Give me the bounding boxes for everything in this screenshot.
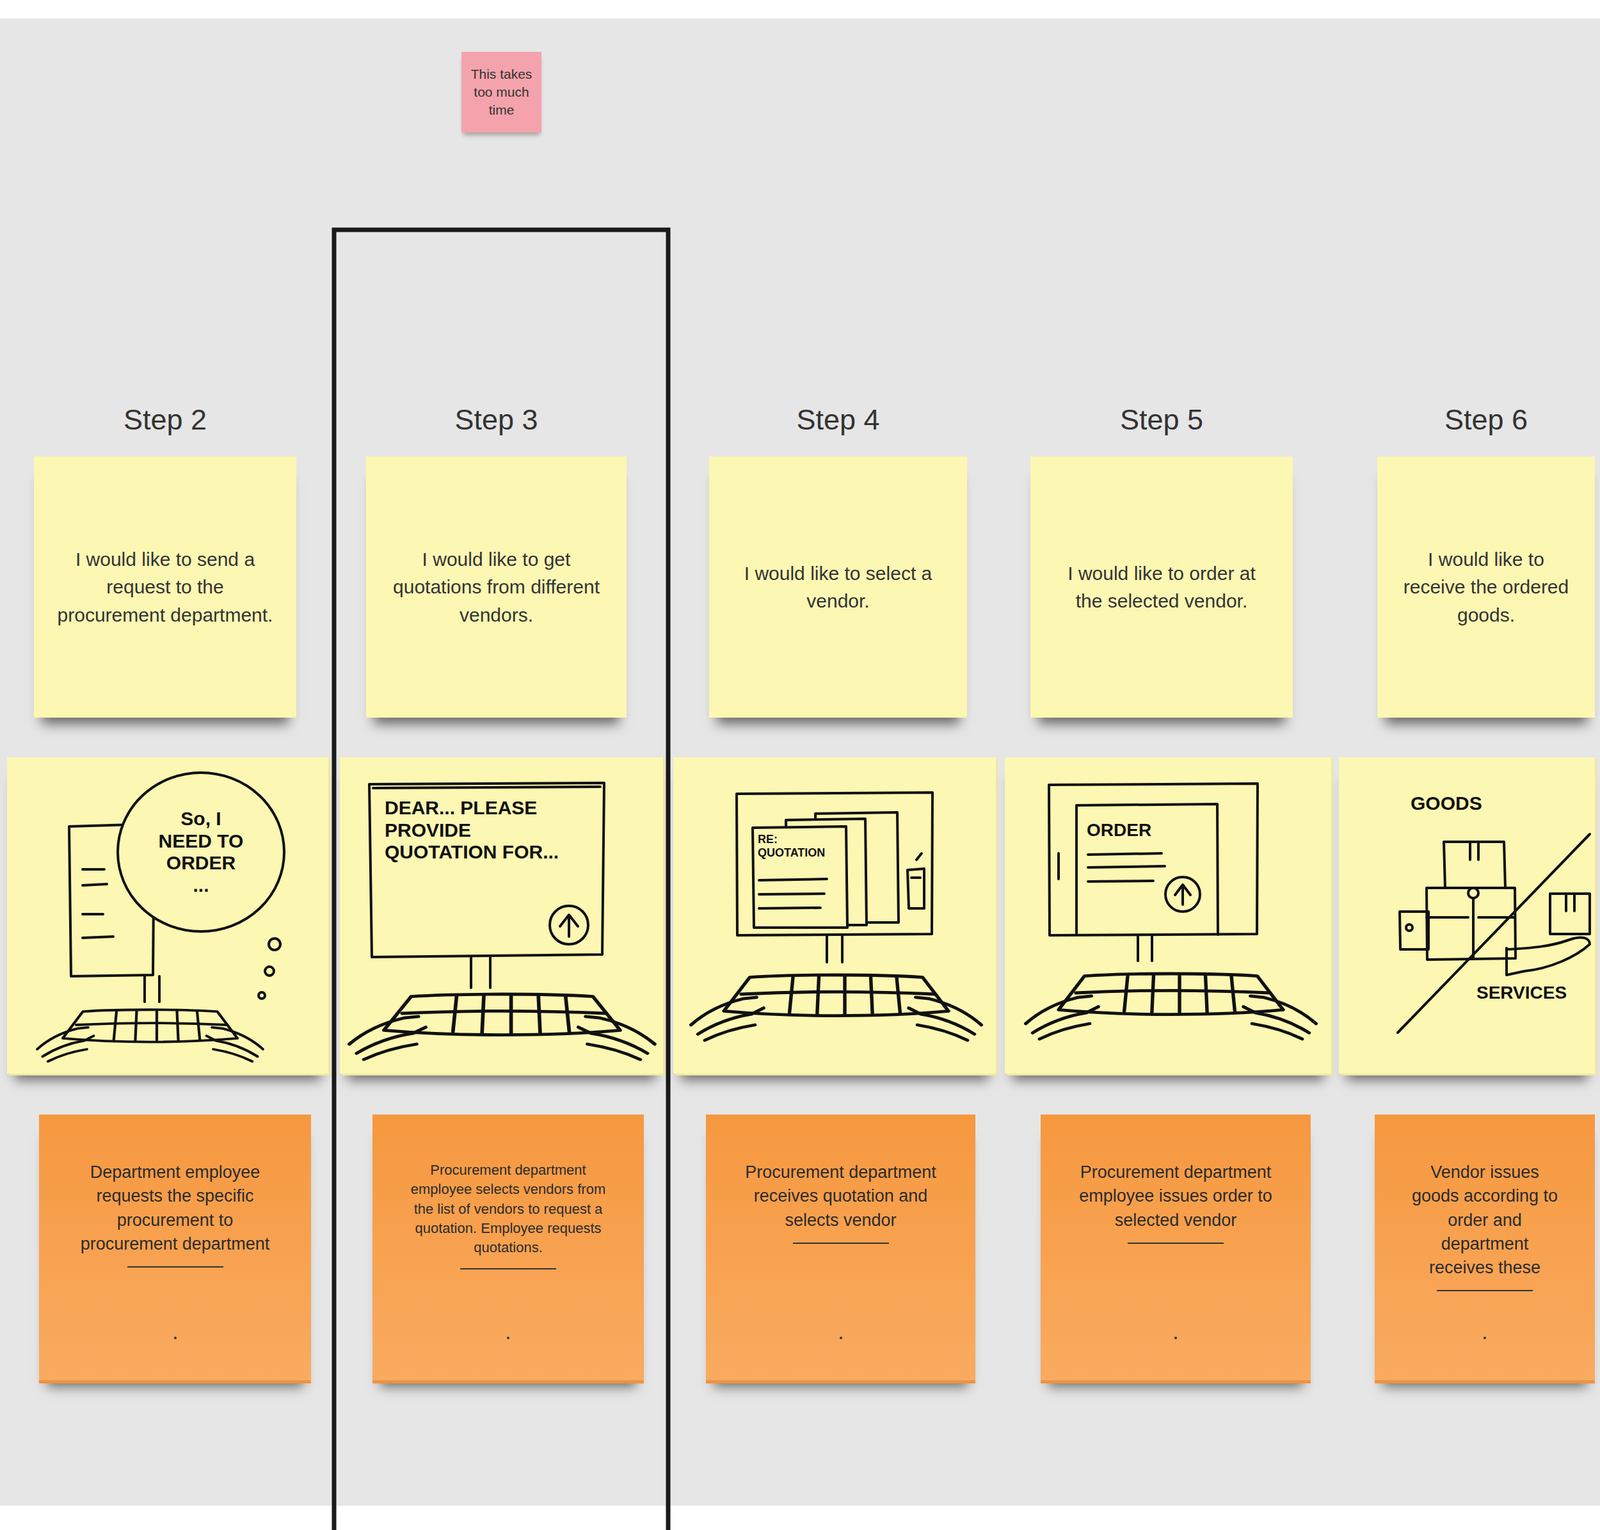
sketch-text: ORDER: [1086, 819, 1183, 841]
monitor-sketch: [1076, 803, 1218, 935]
note-dot: [506, 1336, 510, 1339]
keyboard-sketch: [349, 993, 655, 1060]
upload-icon: [549, 905, 589, 944]
monitor-sketch: [1048, 783, 1258, 936]
underline-rule: [792, 1242, 889, 1244]
document-stack: [752, 812, 899, 928]
sketch-illustration: [673, 757, 996, 1074]
keyboard-sketch: [37, 1009, 264, 1062]
sketch-text: GOODS: [1410, 792, 1513, 815]
sketch-sticky: ORDER: [1004, 757, 1332, 1074]
upload-icon: [549, 905, 589, 944]
note-dot: [1483, 1336, 1487, 1339]
sketch-illustration: [7, 757, 329, 1074]
monitor-sketch: [1048, 783, 1258, 961]
thought-dots: [258, 938, 281, 999]
step-heading: Step 6: [1377, 402, 1595, 438]
phone-icon: [907, 853, 925, 909]
upload-icon: [1165, 876, 1200, 912]
sketch-text: So, I NEED TO ORDER ...: [156, 807, 246, 896]
step-heading: Step 4: [709, 402, 968, 438]
upload-icon: [1165, 876, 1200, 912]
pain-point-text: This takes too much time: [467, 65, 536, 119]
goal-sticky: Step 6I would like to receive the ordere…: [1377, 456, 1595, 718]
process-note: Procurement department employee selects …: [372, 1114, 644, 1380]
goods-boxes: [1470, 841, 1479, 860]
goal-sticky: Step 5I would like to order at the selec…: [1030, 456, 1293, 718]
monitor-sketch: [471, 956, 491, 988]
sketch-sticky: GOODS SERVICES: [1338, 757, 1595, 1074]
goods-boxes: [1406, 924, 1413, 931]
goods-boxes: [1399, 841, 1516, 960]
underline-rule: [1127, 1242, 1224, 1244]
monitor-sketch: [1088, 853, 1165, 882]
document-stack: [752, 826, 848, 928]
sketch-illustration: [1004, 757, 1332, 1074]
note-text: Vendor issues goods according to order a…: [1406, 1160, 1563, 1280]
process-note: Department employee requests the specifi…: [39, 1114, 312, 1380]
underline-rule: [127, 1265, 224, 1268]
thought-dots: [258, 992, 265, 999]
divider-line: [1397, 833, 1590, 1033]
sketch-text: DEAR... PLEASE PROVIDE QUOTATION FOR...: [384, 796, 584, 864]
service-sketch: [1506, 893, 1590, 975]
note-dot: [839, 1336, 843, 1339]
goal-text: I would like to select a vendor.: [730, 559, 946, 616]
goods-boxes: [1426, 897, 1515, 959]
sketch-sticky: RE: QUOTATION: [673, 757, 996, 1074]
monitor-sketch: [736, 792, 933, 936]
keyboard-sketch: [691, 974, 982, 1040]
monitor-sketch: [369, 782, 605, 988]
monitor-sketch: [82, 869, 114, 938]
document-stack: [759, 878, 827, 909]
sketch-sticky: DEAR... PLEASE PROVIDE QUOTATION FOR...: [339, 757, 664, 1074]
underline-rule: [1436, 1289, 1533, 1291]
goal-text: I would like to order at the selected ve…: [1052, 559, 1272, 616]
note-text: Procurement department employee selects …: [404, 1160, 612, 1258]
phone-icon: [907, 853, 925, 909]
sketch-sticky: So, I NEED TO ORDER ...: [7, 757, 329, 1074]
goods-boxes: [1468, 887, 1479, 898]
monitor-sketch: [826, 935, 843, 962]
goal-sticky: Step 2I would like to send a request to …: [33, 456, 297, 718]
goal-sticky: Step 3I would like to get quotations fro…: [366, 456, 627, 718]
goal-sticky: Step 4I would like to select a vendor.: [709, 456, 968, 718]
step-heading: Step 2: [33, 402, 297, 438]
monitor-sketch: [144, 976, 160, 1002]
sticky-note: This takes too much time: [461, 51, 542, 133]
process-note: Procurement department receives quotatio…: [705, 1114, 976, 1380]
note-text: Procurement department employee issues o…: [1072, 1160, 1279, 1232]
note-dot: [1174, 1336, 1177, 1339]
sketch-text: SERVICES: [1476, 982, 1589, 1003]
monitor-sketch: [369, 782, 605, 957]
upload-icon: [560, 914, 578, 937]
process-note: Procurement department employee issues o…: [1040, 1114, 1311, 1380]
speech-bubble: [117, 772, 285, 932]
step-heading: Step 5: [1030, 402, 1293, 438]
goods-boxes: [1399, 911, 1429, 950]
upload-icon: [1175, 884, 1191, 905]
thought-dots: [268, 938, 281, 950]
keyboard-sketch: [1025, 973, 1317, 1039]
monitor-sketch: [373, 786, 601, 788]
sketch-text: RE: QUOTATION: [757, 832, 843, 859]
step-heading: Step 3: [366, 402, 627, 438]
focus-frame-line: [334, 229, 669, 1530]
service-sketch: [1550, 893, 1590, 934]
service-sketch: [1506, 936, 1590, 975]
goal-text: I would like to receive the ordered good…: [1399, 545, 1574, 630]
monitor-sketch: [736, 792, 933, 962]
goal-text: I would like to send a request to the pr…: [55, 545, 275, 630]
process-note: Vendor issues goods according to order a…: [1374, 1114, 1595, 1380]
note-dot: [174, 1336, 177, 1339]
note-text: Procurement department receives quotatio…: [737, 1160, 944, 1232]
note-text: Department employee requests the specifi…: [71, 1160, 280, 1256]
thought-dots: [264, 966, 274, 976]
goal-text: I would like to get quotations from diff…: [387, 545, 605, 630]
goods-boxes: [1443, 841, 1506, 888]
monitor-sketch: [1057, 853, 1060, 879]
monitor-sketch: [1137, 935, 1152, 961]
underline-rule: [460, 1267, 557, 1270]
